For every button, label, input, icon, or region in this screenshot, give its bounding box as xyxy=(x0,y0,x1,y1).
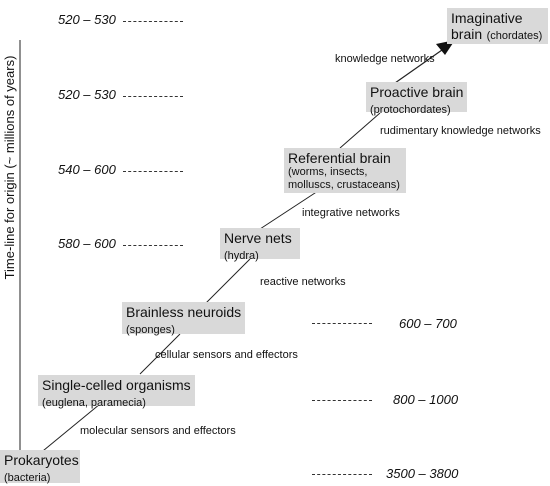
stage-prokaryotes: Prokaryotes (bacteria) xyxy=(0,450,80,485)
stage-imaginative-title2: brain xyxy=(451,26,483,43)
time-dash-referential xyxy=(123,171,183,172)
stage-imaginative-brain: Imaginative brain (chordates) xyxy=(447,8,548,44)
edge-label-cellular: cellular sensors and effectors xyxy=(155,349,298,361)
stage-proactive-title: Proactive brain xyxy=(370,84,464,100)
stage-nerve-nets: Nerve nets (hydra) xyxy=(220,228,300,263)
edge-label-molecular: molecular sensors and effectors xyxy=(80,425,236,437)
connector-proactive-imaginative xyxy=(394,49,443,84)
stage-single-celled: Single-celled organisms (euglena, parame… xyxy=(38,375,195,410)
edge-label-knowledge: knowledge networks xyxy=(335,53,435,65)
edge-label-rudimentary: rudimentary knowledge networks xyxy=(380,125,541,137)
stage-brainless-title: Brainless neuroids xyxy=(126,304,242,320)
connector-single-brainless xyxy=(139,333,181,375)
stage-proactive-sub: (protochordates) xyxy=(370,104,451,117)
stage-single-sub: (euglena, paramecia) xyxy=(42,397,146,410)
stage-prokaryotes-sub: (bacteria) xyxy=(4,472,51,485)
stage-imaginative-title: Imaginative xyxy=(451,10,523,26)
connector-prokaryotes-single xyxy=(37,403,101,456)
time-label-prokaryotes: 3500 – 3800 xyxy=(386,466,459,481)
stage-nerve-sub: (hydra) xyxy=(224,250,259,263)
time-label-brainless: 600 – 700 xyxy=(399,316,457,331)
stage-brainless-sub: (sponges) xyxy=(126,324,175,337)
time-label-referential: 540 – 600 xyxy=(58,162,116,177)
edge-label-integrative: integrative networks xyxy=(302,207,400,219)
time-dash-brainless xyxy=(312,323,372,324)
time-dash-imaginative xyxy=(123,21,183,22)
edge-label-reactive: reactive networks xyxy=(260,276,346,288)
time-label-proactive: 520 – 530 xyxy=(58,87,116,102)
stage-imaginative-sub: (chordates) xyxy=(486,30,543,43)
stage-referential-title: Referential brain xyxy=(288,150,391,166)
stage-single-title: Single-celled organisms xyxy=(42,377,191,393)
connector-referential-proactive xyxy=(339,112,381,149)
stage-brainless-neuroids: Brainless neuroids (sponges) xyxy=(122,302,245,337)
time-dash-single xyxy=(312,400,372,401)
time-label-imaginative: 520 – 530 xyxy=(58,12,116,27)
time-dash-proactive xyxy=(123,96,183,97)
connector-brainless-nerve xyxy=(204,258,251,305)
time-label-single: 800 – 1000 xyxy=(393,392,459,407)
stage-referential-brain: Referential brain (worms, insects, mollu… xyxy=(284,148,406,193)
time-dash-prokaryotes xyxy=(312,474,372,475)
stage-prokaryotes-title: Prokaryotes xyxy=(4,452,79,468)
time-label-nerve: 580 – 600 xyxy=(58,236,116,251)
connector-nerve-referential xyxy=(259,190,319,230)
stage-referential-sub2: molluscs, crustaceans) xyxy=(288,178,400,191)
time-dash-nerve xyxy=(123,245,183,246)
stage-proactive-brain: Proactive brain (protochordates) xyxy=(366,82,467,116)
stage-referential-sub1: (worms, insects, xyxy=(288,166,368,179)
stage-nerve-title: Nerve nets xyxy=(224,230,292,246)
